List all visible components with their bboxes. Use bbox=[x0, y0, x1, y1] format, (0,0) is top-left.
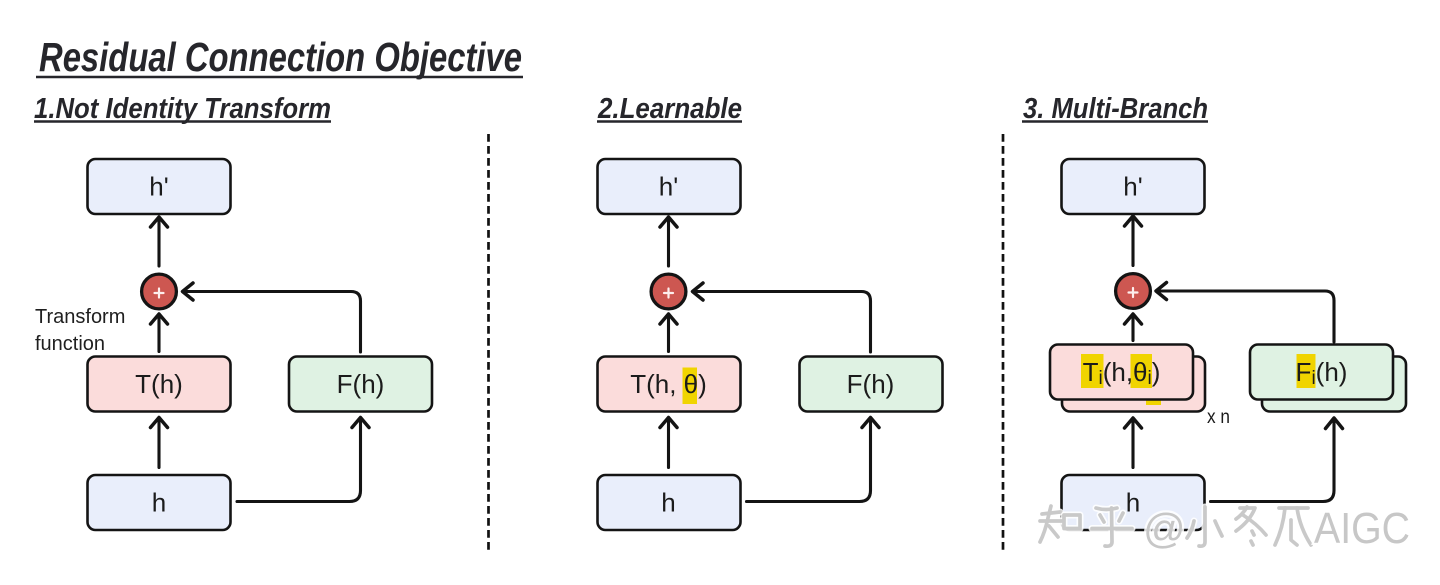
svg-text:2.Learnable: 2.Learnable bbox=[597, 93, 742, 125]
svg-text:F(h): F(h) bbox=[337, 369, 385, 399]
svg-text:T(h): T(h) bbox=[135, 369, 183, 399]
svg-text:h: h bbox=[152, 488, 166, 518]
svg-text:h': h' bbox=[1123, 172, 1142, 202]
svg-text:T(h, θ): T(h, θ) bbox=[630, 369, 707, 399]
svg-text:@: @ bbox=[1143, 505, 1186, 552]
svg-text:Fi(h): Fi(h) bbox=[1296, 357, 1348, 389]
svg-text:h: h bbox=[661, 488, 675, 518]
svg-text:h': h' bbox=[149, 172, 168, 202]
svg-text:Transform: Transform bbox=[35, 306, 125, 328]
svg-text:function: function bbox=[35, 333, 105, 355]
svg-text:AIGC: AIGC bbox=[1314, 504, 1410, 553]
svg-text:h': h' bbox=[659, 172, 678, 202]
svg-text:h: h bbox=[1126, 488, 1140, 518]
svg-text:Ti(h,θi): Ti(h,θi) bbox=[1083, 357, 1161, 389]
svg-text:3. Multi-Branch: 3. Multi-Branch bbox=[1023, 93, 1208, 125]
svg-text:Residual Connection Objective: Residual Connection Objective bbox=[39, 34, 522, 80]
svg-text:F(h): F(h) bbox=[847, 369, 895, 399]
svg-text:x n: x n bbox=[1207, 407, 1230, 428]
svg-text:1.Not Identity Transform: 1.Not Identity Transform bbox=[34, 93, 331, 125]
